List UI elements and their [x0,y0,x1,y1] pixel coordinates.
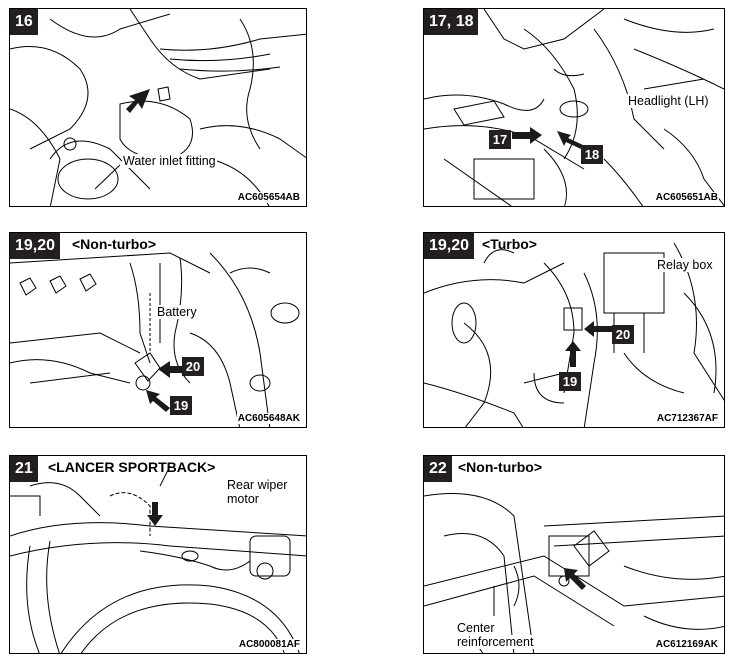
variant-label: <Non-turbo> [72,236,156,252]
figure-code: AC612169AK [654,639,719,650]
illustration-rear-wiper [10,465,306,653]
figure-code: AC605651AB [654,192,719,203]
callout-17: 17 [489,130,511,149]
figure-code: AC800081AF [237,639,301,650]
callout-20: 20 [182,357,204,376]
arrow-icon [158,361,188,378]
label-battery: Battery [156,305,198,319]
arrow-icon [557,131,583,149]
step-number: 21 [10,456,38,482]
panel-step-17-18: 17, 18 Headlight (LH) 17 18 AC605651AB [423,8,725,207]
step-number: 17, 18 [424,9,479,35]
panel-step-19-20-non-turbo: 19,20 <Non-turbo> Battery 20 19 AC605648… [9,232,307,428]
arrow-icon [146,390,170,412]
label-water-inlet-fitting: Water inlet fitting [122,154,217,168]
step-number: 19,20 [424,233,475,259]
panel-step-19-20-turbo: 19,20 <Turbo> Relay box 20 19 AC712367AF [423,232,725,428]
label-rear-wiper: Rear wiper [226,478,289,492]
illustration-relay-box [424,242,724,427]
figure-code: AC605654AB [236,192,301,203]
figure-code: AC712367AF [655,413,719,424]
label-motor: motor [226,492,260,506]
arrow-icon [512,127,542,144]
variant-label: <LANCER SPORTBACK> [48,459,216,475]
arrow-icon [565,341,581,367]
step-number: 19,20 [10,233,61,259]
variant-label: <Non-turbo> [458,459,542,475]
illustration-water-inlet [10,9,306,206]
arrow-icon [584,321,612,337]
variant-label: <Turbo> [482,236,537,252]
arrow-icon [564,568,586,590]
label-reinforcement: reinforcement [456,635,535,649]
callout-18: 18 [581,145,603,164]
figure-code: AC605648AK [236,413,301,424]
panel-step-21: 21 <LANCER SPORTBACK> Rear wiper motor A… [9,455,307,654]
arrow-icon [126,89,150,113]
step-number: 16 [10,9,38,35]
arrow-icon [147,502,163,526]
callout-20: 20 [612,325,634,344]
illustration-center-reinforcement [424,493,724,653]
label-center: Center [456,621,496,635]
illustration-headlight [424,9,724,206]
callout-19: 19 [170,396,192,415]
panel-step-22: 22 <Non-turbo> Center reinforcement AC61… [423,455,725,654]
label-headlight-lh: Headlight (LH) [627,94,710,108]
label-relay-box: Relay box [656,258,714,272]
panel-step-16: 16 Water inlet fitting AC605654AB [9,8,307,207]
callout-19: 19 [559,372,581,391]
step-number: 22 [424,456,452,482]
